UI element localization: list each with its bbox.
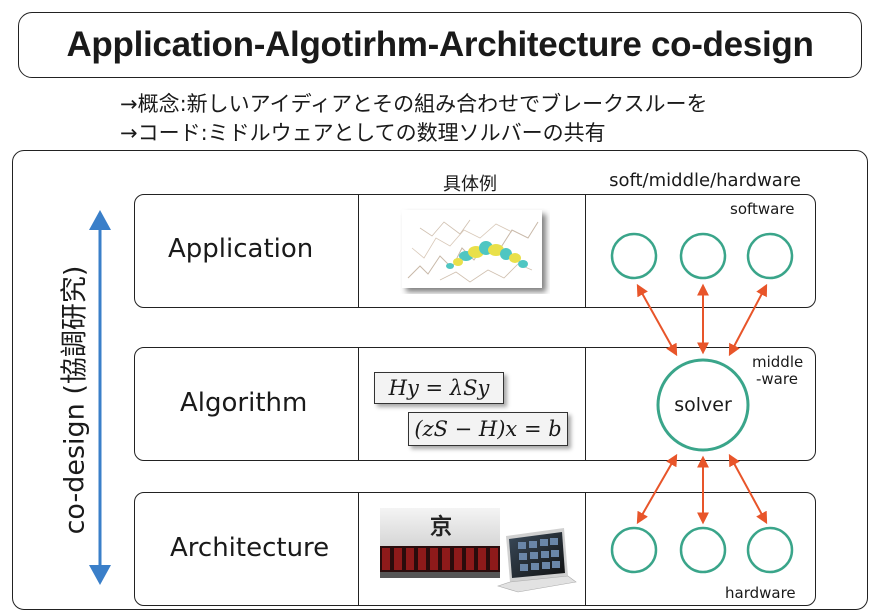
layer-graph xyxy=(610,232,794,574)
subtitle-code: →コード:ミドルウェアとしての数理ソルバーの共有 xyxy=(120,121,606,145)
eigen-equation: Hy = λSy xyxy=(374,372,504,404)
algorithm-row xyxy=(134,347,816,461)
middleware-label-line2: -ware xyxy=(756,370,798,388)
row-divider xyxy=(358,492,360,606)
architecture-label: Architecture xyxy=(170,533,330,563)
algorithm-label: Algorithm xyxy=(180,388,308,418)
solver-node xyxy=(656,358,750,452)
svg-text:京: 京 xyxy=(430,514,452,540)
page-title: Application-Algotirhm-Architecture co-de… xyxy=(66,25,814,64)
hardware-label: hardware xyxy=(725,584,796,602)
layers-column-header: soft/middle/hardware xyxy=(609,170,801,191)
software-node xyxy=(746,232,794,280)
application-row xyxy=(134,194,816,308)
software-node xyxy=(610,232,658,280)
row-divider xyxy=(585,492,587,606)
row-divider xyxy=(585,194,587,308)
software-label: software xyxy=(730,200,795,218)
row-divider xyxy=(358,194,360,308)
software-solver-arrow xyxy=(636,283,678,357)
middleware-label-line1: middle xyxy=(752,353,804,371)
supercomputer-and-laptop-image: 京 xyxy=(380,508,577,593)
software-solver-arrow xyxy=(728,283,768,357)
solver-hardware-arrow xyxy=(728,453,768,525)
diagram-frame xyxy=(12,150,868,610)
architecture-row xyxy=(134,492,816,606)
application-label: Application xyxy=(168,234,314,264)
software-node xyxy=(679,232,727,280)
solver-label: solver xyxy=(674,394,732,416)
subtitle-concept: →概念:新しいアイディアとその組み合わせでブレークスルーを xyxy=(120,92,708,116)
molecule-visualization-image xyxy=(402,210,542,288)
hardware-node xyxy=(746,526,794,574)
row-divider xyxy=(358,347,360,461)
hardware-node xyxy=(679,526,727,574)
title-frame xyxy=(18,12,862,78)
solver-hardware-arrow xyxy=(636,453,678,525)
examples-column-header: 具体例 xyxy=(443,174,497,195)
linear-equation: (zS − H)x = b xyxy=(408,412,568,446)
hardware-node xyxy=(610,526,658,574)
co-design-arrow xyxy=(89,210,111,585)
row-divider xyxy=(585,347,587,461)
